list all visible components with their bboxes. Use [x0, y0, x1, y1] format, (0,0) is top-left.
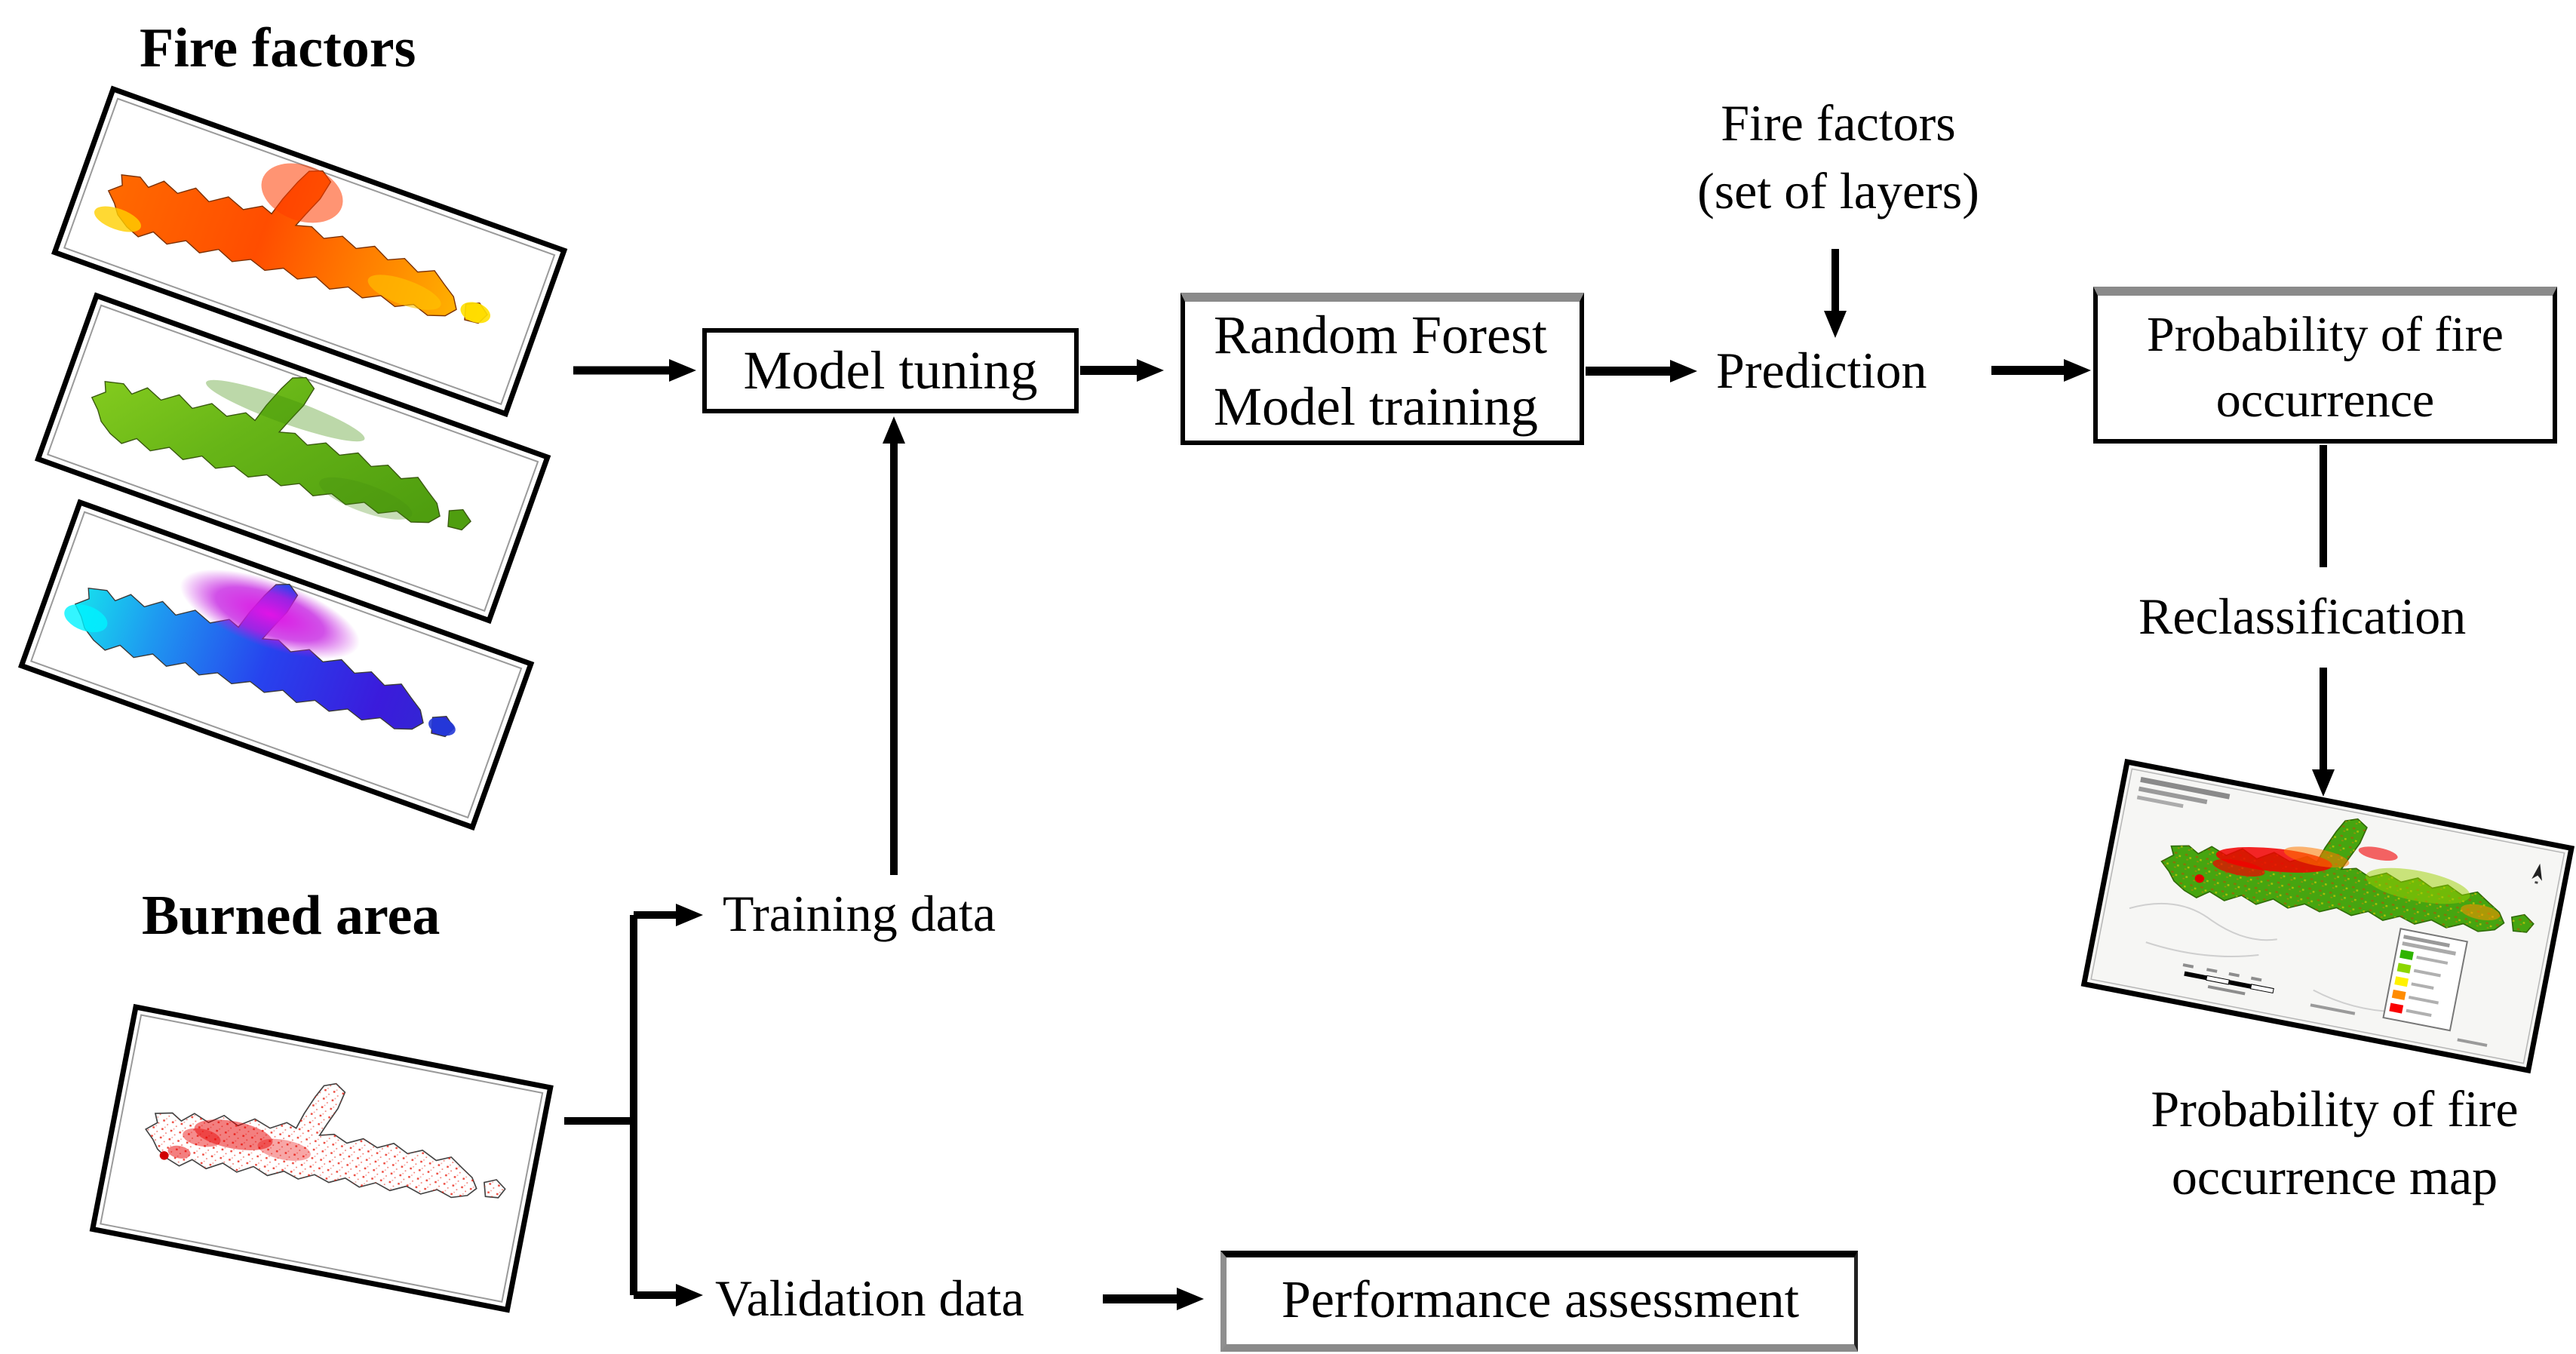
burned-area-map	[89, 1003, 554, 1313]
fire-factors-input-line1: Fire factors	[1721, 94, 1956, 152]
legend-row	[2399, 949, 2449, 965]
training-data-label: Training data	[723, 885, 996, 942]
fire-factors-input-line2: (set of layers)	[1697, 162, 1979, 220]
map-footer-marks	[2310, 1003, 2488, 1047]
fire-factors-title: Fire factors	[140, 17, 416, 79]
legend-row	[2396, 963, 2441, 978]
fire-factor-layer-temperature	[51, 85, 568, 418]
probability-map-label: Probability of fire occurrence map	[2108, 1075, 2561, 1211]
fire-factor-layer-stack	[17, 85, 568, 831]
probability-map-line2: occurrence map	[2171, 1148, 2498, 1206]
prediction-label: Prediction	[1716, 342, 1927, 399]
scale-bar	[2182, 963, 2274, 996]
probability-map	[2080, 758, 2575, 1074]
model-tuning-box: Model tuning	[702, 328, 1079, 413]
legend-row	[2394, 976, 2434, 990]
probability-region	[2155, 783, 2548, 963]
random-forest-line2: Model training	[1214, 376, 1538, 437]
map-title-marks	[2136, 776, 2231, 809]
validation-data-label: Validation data	[715, 1270, 1024, 1327]
model-tuning-label: Model tuning	[743, 339, 1038, 401]
fire-factor-layer-vegetation	[34, 292, 551, 625]
north-arrow-icon	[2531, 863, 2542, 884]
burned-area-title: Burned area	[142, 885, 441, 947]
fire-factors-input-label: Fire factors (set of layers)	[1631, 89, 2046, 226]
performance-assessment-box: Performance assessment	[1220, 1251, 1858, 1352]
split-bracket	[564, 915, 637, 1295]
legend-row	[2389, 1002, 2432, 1018]
random-forest-line1: Random Forest	[1214, 304, 1547, 365]
reclassification-label: Reclassification	[2138, 588, 2467, 645]
legend-row	[2391, 989, 2439, 1005]
probability-occurrence-line2: occurrence	[2215, 373, 2435, 428]
map-legend	[2382, 928, 2468, 1032]
probability-occurrence-line1: Probability of fire	[2147, 306, 2504, 362]
burned-area-region	[139, 1049, 520, 1229]
probability-occurrence-box: Probability of fire occurrence	[2093, 287, 2557, 444]
probability-map-line1: Probability of fire	[2151, 1080, 2519, 1138]
performance-assessment-label: Performance assessment	[1281, 1271, 1800, 1330]
fire-factor-layer-precipitation	[17, 499, 535, 831]
random-forest-box: Random Forest Model training	[1181, 293, 1584, 445]
